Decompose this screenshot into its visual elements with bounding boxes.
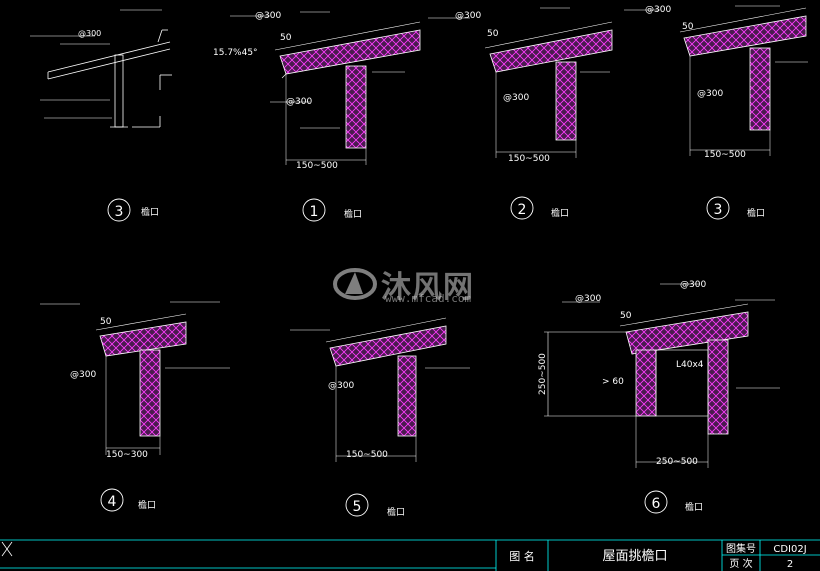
label-detail-2-dim-50: 50 (487, 29, 499, 39)
detail-number: 3 (714, 202, 723, 218)
label-detail-6-angle-steel: L40x4 (676, 360, 704, 370)
detail-marker-3-right: 3 檐口 (706, 196, 765, 220)
detail-caption: 檐口 (344, 208, 362, 220)
dim-detail-1-width: 150~500 (296, 161, 338, 171)
label-detail-2-spacing: @300 (455, 11, 481, 21)
label-detail-3-right-spacing-lower: @300 (697, 89, 723, 99)
watermark-name: 沐风网 (381, 270, 474, 305)
detail-3-left (30, 9, 172, 128)
label-detail-1-dim-50: 50 (280, 33, 292, 43)
detail-number: 6 (652, 496, 661, 512)
label-detail-3-right-spacing: @300 (645, 5, 671, 15)
detail-marker-5: 5 檐口 (345, 493, 405, 518)
ucs-axis-icon (1, 541, 13, 557)
detail-caption: 檐口 (387, 506, 405, 518)
label-detail-5-spacing: @300 (328, 381, 354, 391)
title-block (0, 539, 820, 571)
title-block-name-label: 图 名 (509, 549, 535, 563)
label-detail-1-spacing: @300 (255, 11, 281, 21)
detail-marker-3-left: 3 檐口 (107, 198, 159, 222)
title-block-page-value: 2 (787, 559, 793, 570)
label-detail-4-spacing: @300 (70, 370, 96, 380)
detail-caption: 檐口 (141, 206, 159, 218)
detail-marker-1: 1 檐口 (302, 198, 362, 222)
detail-marker-2: 2 檐口 (510, 196, 569, 220)
detail-caption: 檐口 (685, 501, 703, 513)
label-detail-4-dim-50: 50 (100, 317, 112, 327)
dim-detail-6-width: 250~500 (656, 457, 698, 467)
dim-detail-2-width: 150~500 (508, 154, 550, 164)
detail-caption: 檐口 (138, 499, 156, 511)
label-detail-3-left-spacing: @300 (78, 29, 101, 38)
dim-detail-4-width: 150~300 (106, 450, 148, 460)
watermark-url: www.mfcad.com (385, 292, 472, 305)
detail-marker-6: 6 檐口 (644, 490, 703, 514)
detail-1 (230, 11, 421, 165)
detail-marker-4: 4 檐口 (100, 488, 156, 512)
detail-caption: 檐口 (551, 207, 569, 219)
detail-number: 2 (518, 202, 527, 218)
dim-detail-6-height: 250~500 (538, 353, 548, 395)
watermark: 沐风网 www.mfcad.com (333, 262, 493, 306)
label-detail-2-spacing-lower: @300 (503, 93, 529, 103)
detail-3-right (624, 5, 808, 156)
detail-number: 4 (108, 494, 117, 510)
detail-number: 1 (310, 204, 319, 220)
label-detail-1-spacing-lower: @300 (286, 97, 312, 107)
detail-4 (40, 301, 230, 455)
dim-detail-5-width: 150~500 (346, 450, 388, 460)
detail-number: 3 (115, 204, 124, 220)
label-detail-3-right-dim-50: 50 (682, 22, 694, 32)
label-detail-6-dim-50: 50 (620, 311, 632, 321)
title-block-page-label: 页 次 (729, 557, 752, 570)
title-block-atlas-value: CDI02J (773, 544, 806, 555)
detail-caption: 檐口 (747, 207, 765, 219)
label-detail-6-spacing-a: @300 (575, 294, 601, 304)
detail-5 (290, 317, 470, 462)
label-detail-6-spacing-b: @300 (680, 280, 706, 290)
detail-6 (544, 283, 780, 468)
title-block-atlas-label: 图集号 (726, 542, 756, 555)
dim-detail-3-right-width: 150~500 (704, 150, 746, 160)
title-block-title: 屋面挑檐口 (602, 549, 667, 564)
label-detail-1-slope: 15.7%45° (213, 48, 258, 58)
mfcad-logo-icon (333, 268, 377, 300)
detail-number: 5 (353, 499, 362, 515)
label-detail-6-gt60: > 60 (602, 377, 624, 387)
detail-2 (428, 7, 613, 158)
